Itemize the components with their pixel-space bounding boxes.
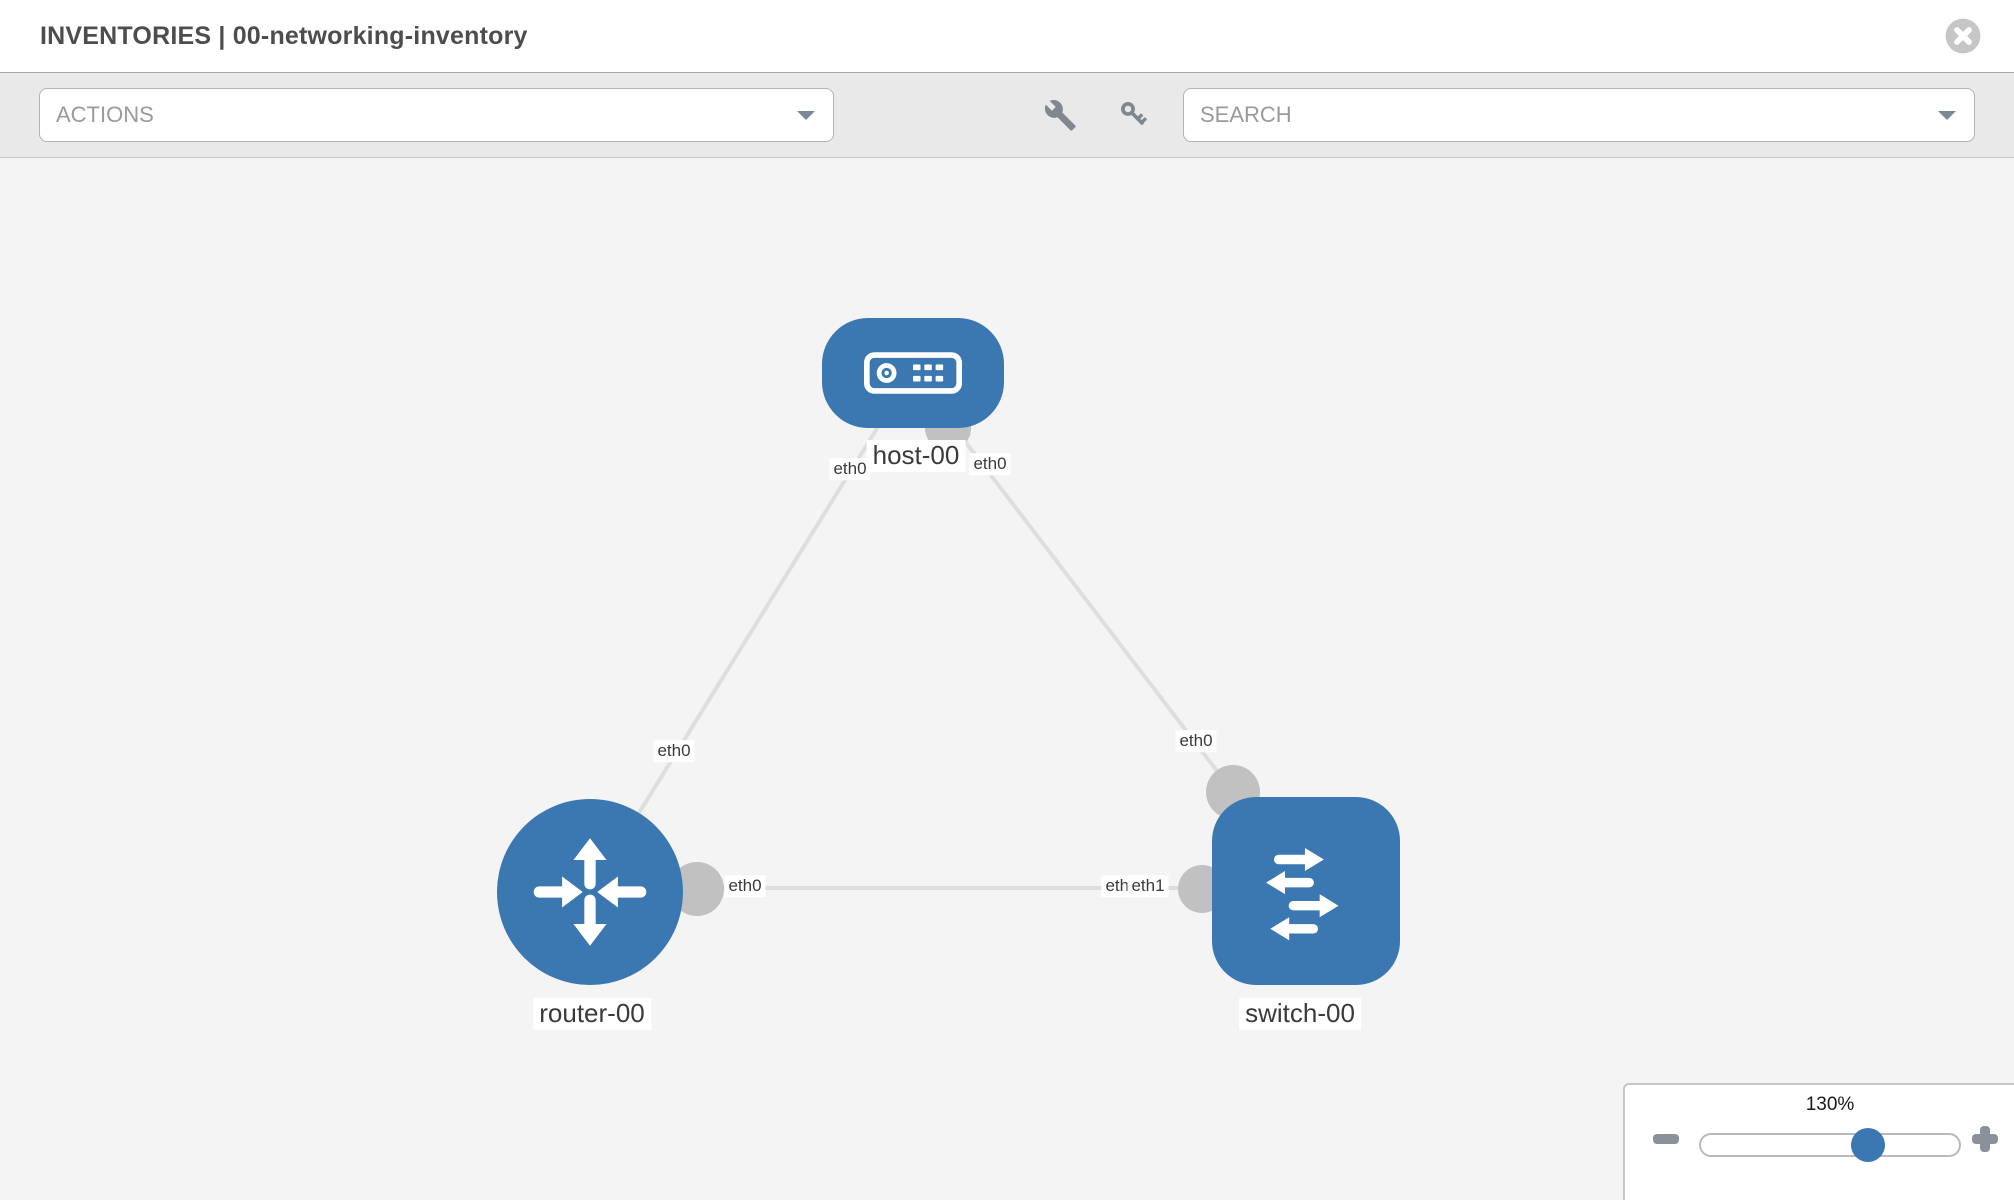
interface-label: eth0 <box>653 740 695 762</box>
router-icon <box>533 838 647 946</box>
wrench-button[interactable] <box>1043 98 1077 132</box>
zoom-level: 130% <box>1805 1094 1855 1115</box>
actions-dropdown[interactable]: ACTIONS <box>39 88 834 142</box>
zoom-out-button[interactable] <box>1653 1134 1679 1144</box>
topology-canvas[interactable]: eth0 eth0 eth0 eth0 eth0 eth0 eth1 host-… <box>0 158 2014 1200</box>
close-icon <box>1945 18 1981 54</box>
interface-label: eth0 <box>724 875 766 897</box>
chevron-down-icon <box>1938 110 1956 120</box>
toolbar: ACTIONS SEARCH <box>0 72 2014 158</box>
search-dropdown-label: SEARCH <box>1200 102 1292 127</box>
plus-icon <box>1972 1126 1998 1152</box>
chevron-down-icon <box>797 110 815 120</box>
interface-label: eth0 <box>829 458 871 480</box>
wrench-icon <box>1044 99 1076 131</box>
node-host-00[interactable] <box>822 318 1004 428</box>
node-switch-00[interactable] <box>1212 797 1400 985</box>
page-title: INVENTORIES | 00-networking-inventory <box>40 21 528 50</box>
zoom-slider-knob[interactable] <box>1851 1128 1885 1162</box>
interface-endpoint-router <box>670 862 724 916</box>
topology-edges-layer <box>588 370 1306 916</box>
zoom-control-panel: 130% <box>1623 1083 2014 1200</box>
interface-label: eth1 <box>1127 875 1169 897</box>
zoom-in-button[interactable] <box>1972 1126 1998 1152</box>
node-router-00[interactable] <box>497 799 683 985</box>
actions-dropdown-label: ACTIONS <box>56 102 154 127</box>
search-dropdown[interactable]: SEARCH <box>1183 88 1975 142</box>
page-header: INVENTORIES | 00-networking-inventory <box>0 0 2014 72</box>
host-icon <box>864 352 962 394</box>
key-icon <box>1121 102 1147 125</box>
minus-icon <box>1653 1134 1679 1144</box>
close-button[interactable] <box>1944 17 1982 55</box>
switch-icon <box>1266 847 1339 941</box>
interface-label: eth0 <box>969 453 1011 475</box>
node-label-host: host-00 <box>866 440 966 472</box>
zoom-slider[interactable] <box>1699 1128 1961 1162</box>
interface-label: eth0 <box>1175 730 1217 752</box>
node-label-router: router-00 <box>533 998 651 1030</box>
node-label-switch: switch-00 <box>1239 998 1361 1030</box>
key-button[interactable] <box>1117 98 1151 132</box>
